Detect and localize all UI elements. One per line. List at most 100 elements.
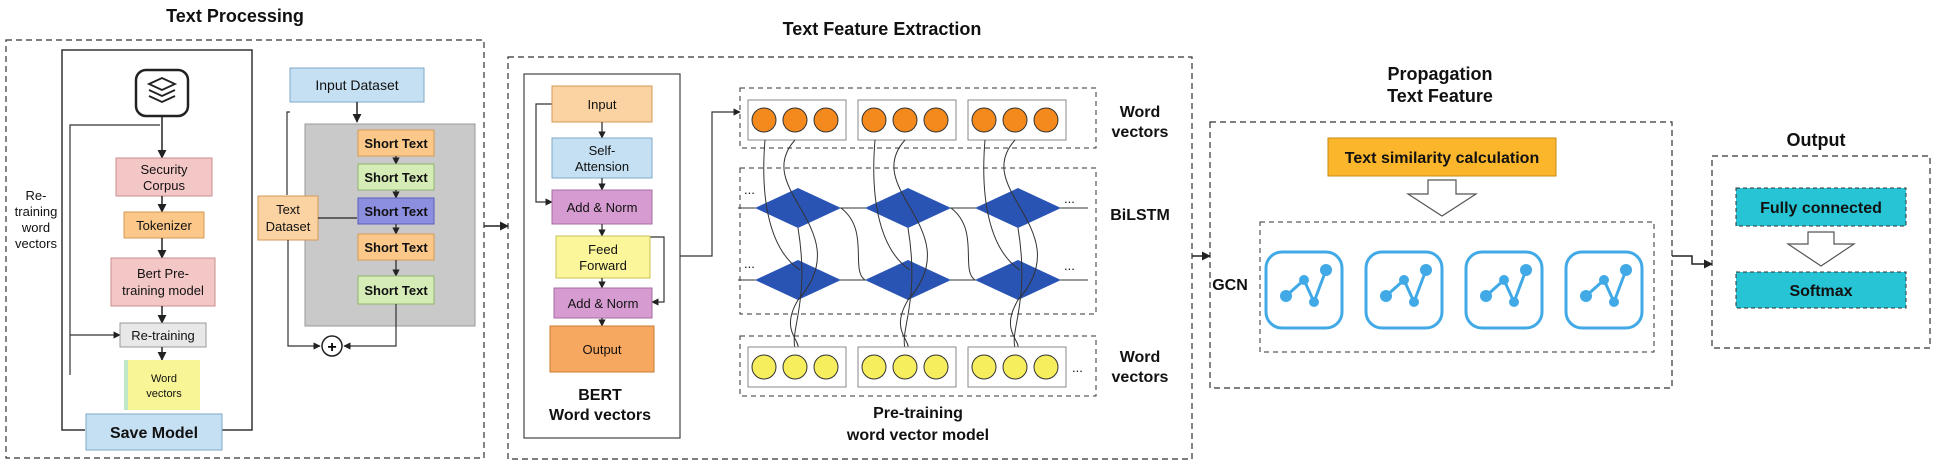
top-word-vectors-label-line1: Word: [1120, 104, 1161, 121]
text-processing-panel: [5, 39, 485, 459]
retraining-word-vectors-label: Re- training word vectors: [15, 188, 58, 251]
bottom-word-vectors-label-line1: Word: [1120, 349, 1161, 366]
similarity-down-arrow: [1405, 179, 1479, 217]
inner-loop-line: [69, 124, 160, 375]
security-corpus-label-line2: Corpus: [143, 178, 185, 193]
tokenizer-box: [123, 211, 205, 239]
add-norm-label-2: Add & Norm: [568, 296, 639, 311]
svg-text:Word: Word: [151, 373, 177, 385]
svg-text:Short Text: Short Text: [364, 240, 428, 255]
top-word-vector-groups: [747, 99, 1067, 141]
bilstm-ellipsis-bottom-right: ...: [1064, 258, 1075, 273]
svg-text:vectors: vectors: [15, 236, 57, 251]
text-dataset-label-line2: Dataset: [266, 219, 311, 234]
bert-output-box: [549, 325, 655, 373]
section-title-text-processing: Text Processing: [166, 6, 304, 26]
bert-pretraining-label-line2: training model: [122, 283, 204, 298]
bottom-word-vector-groups: [747, 346, 1067, 388]
bert-input-box: [551, 85, 653, 123]
word-vectors-note: Word vectors: [124, 360, 200, 410]
section-title-output: Output: [1787, 130, 1846, 150]
bert-pretraining-label-line1: Bert Pre-: [137, 266, 189, 281]
tokenizer-label: Tokenizer: [136, 218, 192, 233]
self-attention-box: [551, 137, 653, 179]
save-model-label: Save Model: [110, 425, 198, 442]
security-corpus-label-line1: Security: [141, 162, 188, 177]
bottom-word-vectors-label-line2: vectors: [1112, 369, 1169, 386]
input-dataset-label: Input Dataset: [315, 77, 398, 93]
bilstm-panel: [739, 167, 1097, 315]
section-title-propagation-line2: Text Feature: [1387, 86, 1493, 106]
bottom-vectors-ellipsis: ...: [1072, 360, 1083, 375]
bilstm-diamonds: [755, 188, 1061, 300]
bert-output-label: Output: [582, 342, 621, 357]
svg-text:Short Text: Short Text: [364, 170, 428, 185]
line-input-to-text-dataset: [286, 111, 290, 195]
top-vectors-panel: [739, 87, 1097, 149]
arrow-bert-to-vectors: [680, 108, 741, 257]
svg-text:Short Text: Short Text: [364, 204, 428, 219]
gcn-panel: [1259, 221, 1655, 353]
pretraining-caption-line2: word vector model: [846, 427, 989, 444]
propagation-panel: [1209, 121, 1673, 389]
softmax-box: [1735, 271, 1907, 309]
svg-text:word: word: [21, 220, 50, 235]
text-dataset-label-line1: Text: [276, 202, 300, 217]
pretraining-caption-line1: Pre-training: [873, 405, 963, 422]
bert-input-label: Input: [588, 97, 617, 112]
section-title-text-feature-extraction: Text Feature Extraction: [783, 19, 982, 39]
arrow-propagation-to-output: [1672, 255, 1713, 269]
bilstm-ellipsis-bottom-left: ...: [744, 256, 755, 271]
security-corpus-box: [115, 157, 213, 197]
short-text-stack: Short Text Short Text Short Text Short T…: [357, 129, 435, 305]
svg-text:Re-: Re-: [26, 188, 47, 203]
save-model-box: [85, 413, 223, 451]
plus-symbol-label: +: [327, 339, 336, 356]
output-panel: [1711, 155, 1931, 349]
self-attention-label-line1: Self-: [589, 143, 616, 158]
retraining-label: Re-training: [131, 328, 195, 343]
feed-forward-label-line1: Feed: [588, 242, 618, 257]
line-text-dataset-to-plus: [287, 240, 321, 350]
retraining-box: [119, 322, 207, 348]
self-attention-label-line2: Attension: [575, 159, 629, 174]
stack-layers-icon: [134, 68, 190, 118]
bilstm-ellipsis-top-right: ...: [1064, 191, 1075, 206]
bilstm-curves: [763, 139, 1038, 349]
text-similarity-label: Text similarity calculation: [1345, 150, 1539, 167]
bottom-vectors-panel: [739, 335, 1097, 397]
bilstm-label: BiLSTM: [1110, 207, 1170, 224]
gcn-graph-icon-4: [1564, 250, 1644, 330]
bert-caption-line1: BERT: [578, 387, 622, 404]
bert-skip-line-1: [535, 103, 553, 206]
fully-connected-label: Fully connected: [1760, 200, 1882, 217]
text-dataset-box: [257, 195, 319, 241]
svg-text:Short Text: Short Text: [364, 283, 428, 298]
svg-text:Short Text: Short Text: [364, 136, 428, 151]
gcn-graph-icon-2: [1364, 250, 1444, 330]
feed-forward-label-line2: Forward: [579, 258, 627, 273]
section-title-propagation-line1: Propagation: [1387, 64, 1492, 84]
bert-pretraining-box: [110, 257, 216, 307]
bilstm-ellipsis-top-left: ...: [744, 182, 755, 197]
output-down-arrow: [1786, 231, 1856, 267]
svg-text:training: training: [15, 204, 58, 219]
bert-skip-line-2: [650, 236, 665, 306]
input-dataset-box: [289, 67, 425, 103]
text-similarity-box: [1327, 137, 1557, 177]
add-norm-box-2: [553, 287, 653, 319]
feed-forward-box: [555, 235, 651, 279]
top-word-vectors-label-line2: vectors: [1112, 124, 1169, 141]
gcn-graph-icon-3: [1464, 250, 1544, 330]
gcn-graph-icon-1: [1264, 250, 1344, 330]
add-norm-label-1: Add & Norm: [567, 200, 638, 215]
bert-caption-line2: Word vectors: [549, 407, 651, 424]
plus-symbol: [321, 335, 343, 357]
retraining-loop-line: [61, 49, 253, 431]
svg-text:vectors: vectors: [146, 388, 182, 400]
feature-extraction-panel: [507, 56, 1193, 460]
softmax-label: Softmax: [1789, 283, 1852, 300]
line-short-text-to-plus: [343, 304, 397, 350]
gcn-label: GCN: [1212, 277, 1248, 294]
fully-connected-box: [1735, 187, 1907, 227]
